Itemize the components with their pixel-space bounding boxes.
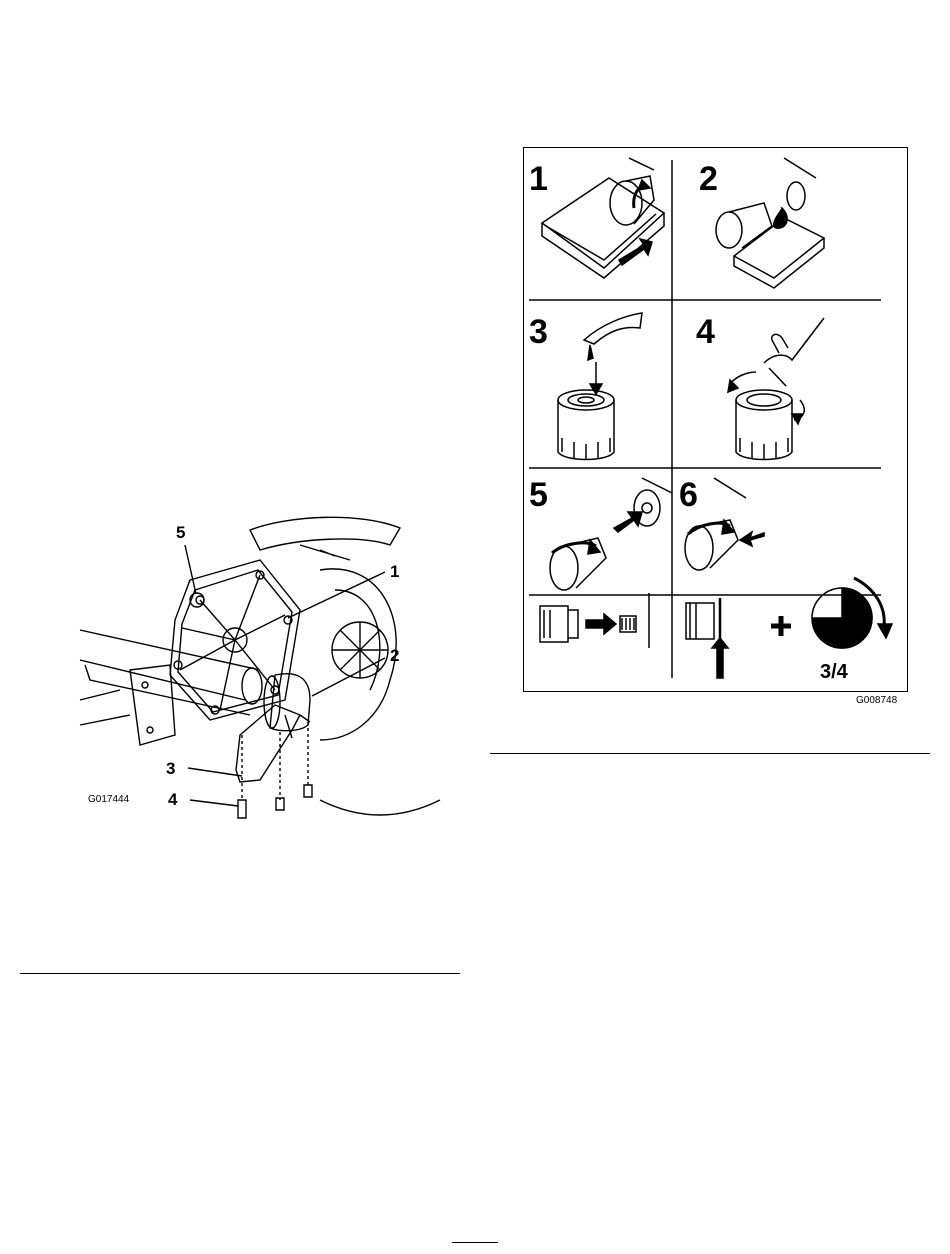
callout-4: 4 <box>168 790 177 810</box>
callout-5: 5 <box>176 523 185 543</box>
step-label-2: 2 <box>699 160 718 198</box>
left-figure-id: G017444 <box>88 794 129 805</box>
step-label-6: 6 <box>679 476 698 514</box>
bracket <box>236 705 300 782</box>
right-figure-id: G008748 <box>856 695 897 706</box>
left-divider <box>20 973 460 974</box>
turn-label: 3/4 <box>820 661 849 683</box>
callout-1: 1 <box>390 562 399 582</box>
step-label-4: 4 <box>696 313 715 351</box>
step-label-3: 3 <box>529 313 548 351</box>
step-label-5: 5 <box>529 476 548 514</box>
step-label-1: 1 <box>529 160 548 198</box>
left-figure-illustration <box>60 500 460 830</box>
callout-2: 2 <box>390 646 399 666</box>
right-divider <box>490 753 930 754</box>
footer-rule <box>452 1242 498 1243</box>
callout-3: 3 <box>166 759 175 779</box>
filter-procedure-figure: 1 2 3 4 5 6 3/4 <box>523 147 908 692</box>
